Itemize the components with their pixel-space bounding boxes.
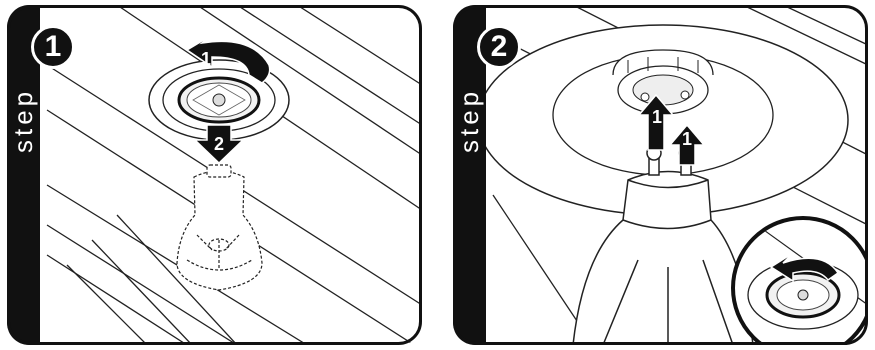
callout-pull-down: 2 — [211, 135, 227, 153]
step-label: step — [453, 65, 486, 175]
callout-insert-pin-right: 1 — [679, 130, 695, 148]
step-number-badge: 2 — [477, 25, 521, 69]
callout-unlock-turn: 1 — [198, 50, 214, 68]
step-label: step — [7, 65, 40, 175]
callout-lock-turn: 2 — [811, 234, 827, 252]
callout-insert-pin-left: 1 — [649, 108, 665, 126]
step-number-badge: 1 — [31, 25, 75, 69]
step-2-panel: step 2 1 1 2 — [453, 5, 868, 345]
step-1-panel: step 1 1 2 — [7, 5, 422, 345]
